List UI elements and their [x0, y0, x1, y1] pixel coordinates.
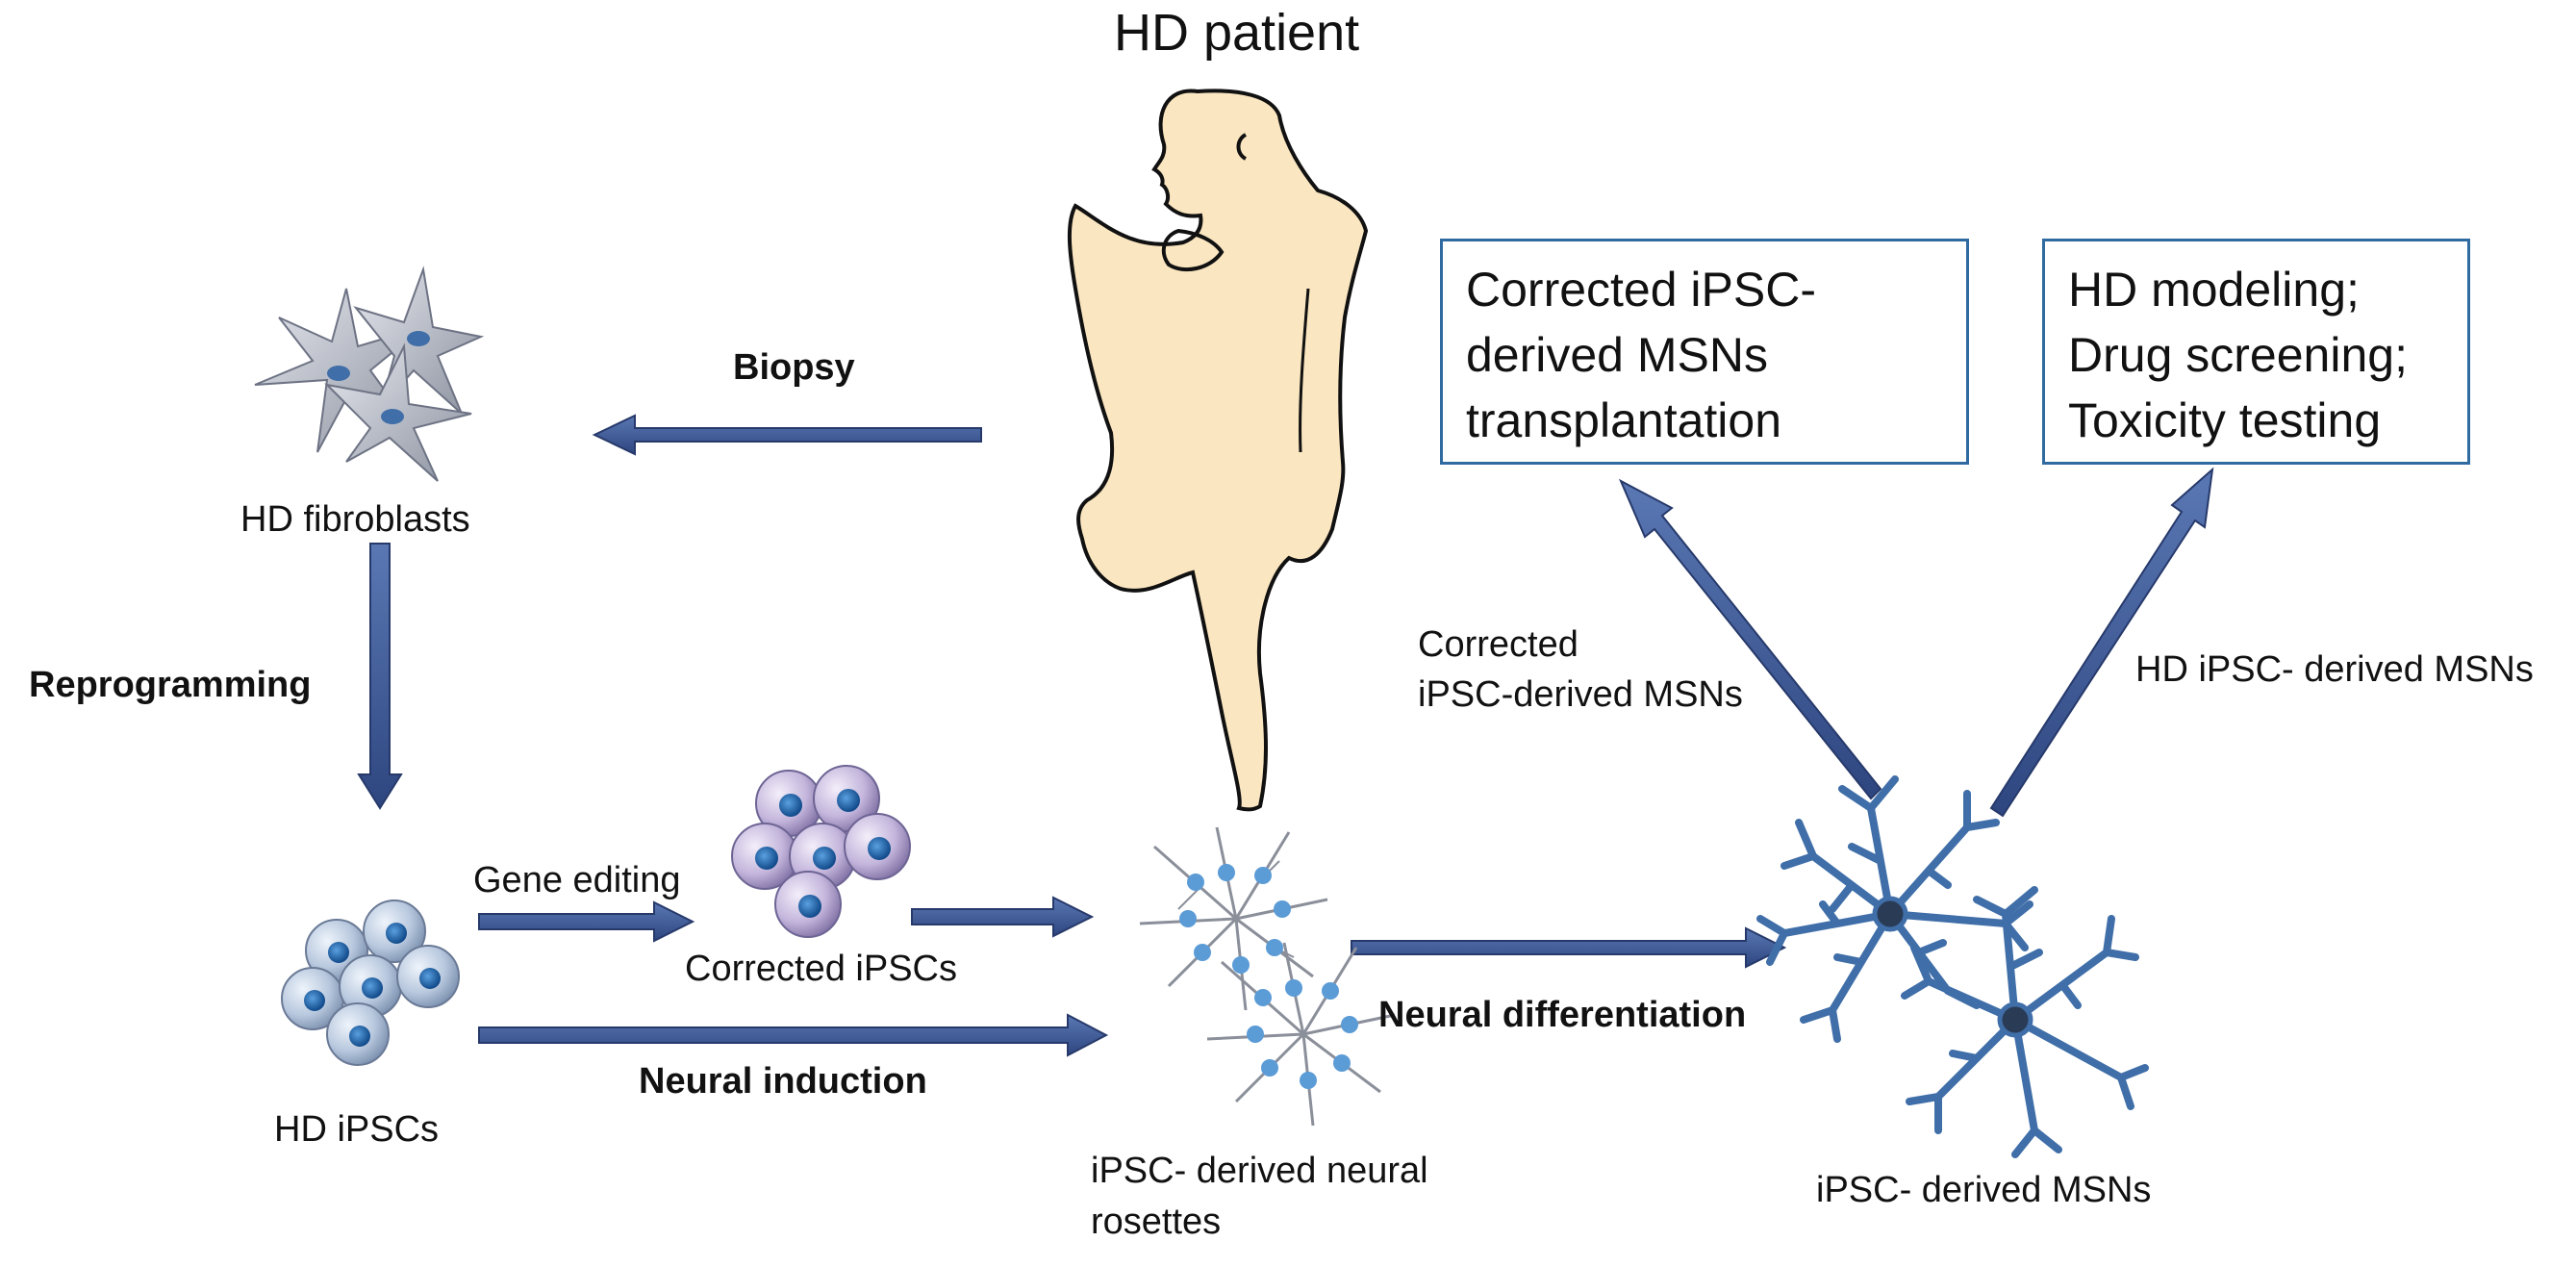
hd-fibroblasts-image	[254, 266, 485, 482]
corrected-msns-label-line2: iPSC-derived MSNs	[1418, 674, 1743, 715]
modeling-box: HD modeling; Drug screening; Toxicity te…	[2042, 239, 2470, 465]
arrow-neural-differentiation	[1351, 926, 1787, 969]
corrected-ipscs-image	[731, 765, 911, 938]
transplantation-box-line2: derived MSNs	[1466, 328, 1768, 382]
biopsy-label: Biopsy	[733, 347, 855, 388]
transplantation-box: Corrected iPSC- derived MSNs transplanta…	[1440, 239, 1969, 465]
hd-ipscs-label: HD iPSCs	[274, 1109, 440, 1150]
arrow-corrected-msns	[1618, 478, 1882, 800]
neural-rosettes-image	[1139, 826, 1396, 1127]
hd-patient-figure	[1067, 89, 1369, 812]
rosettes-label-line1: iPSC- derived neural	[1091, 1151, 1428, 1191]
hd-msns-label: HD iPSC- derived MSNs	[2135, 649, 2534, 690]
msns-image	[1756, 775, 2149, 1158]
arrow-biopsy	[592, 414, 982, 456]
arrow-reprogramming	[357, 543, 403, 810]
neural-differentiation-label: Neural differentiation	[1378, 995, 1747, 1035]
modeling-box-line2: Drug screening;	[2068, 328, 2408, 382]
rosettes-label-line2: rosettes	[1091, 1202, 1222, 1242]
diagram-title: HD patient	[1114, 4, 1360, 62]
arrow-hd-msns	[1989, 467, 2214, 818]
arrow-corrected-to-rosettes	[911, 896, 1095, 938]
gene-editing-label: Gene editing	[473, 860, 681, 900]
msns-label: iPSC- derived MSNs	[1816, 1170, 2152, 1210]
corrected-ipscs-label: Corrected iPSCs	[685, 949, 957, 989]
arrow-neural-induction	[478, 1013, 1109, 1057]
arrow-gene-editing	[478, 900, 695, 943]
modeling-box-line3: Toxicity testing	[2068, 393, 2382, 447]
hd-ipscs-image	[281, 900, 460, 1066]
corrected-msns-label-line1: Corrected	[1418, 624, 1578, 665]
transplantation-box-line1: Corrected iPSC-	[1466, 263, 1816, 317]
transplantation-box-line3: transplantation	[1466, 393, 1782, 447]
modeling-box-line1: HD modeling;	[2068, 263, 2360, 317]
reprogramming-label: Reprogramming	[29, 665, 312, 705]
neural-induction-label: Neural induction	[639, 1061, 927, 1102]
fibroblasts-label: HD fibroblasts	[240, 499, 470, 540]
